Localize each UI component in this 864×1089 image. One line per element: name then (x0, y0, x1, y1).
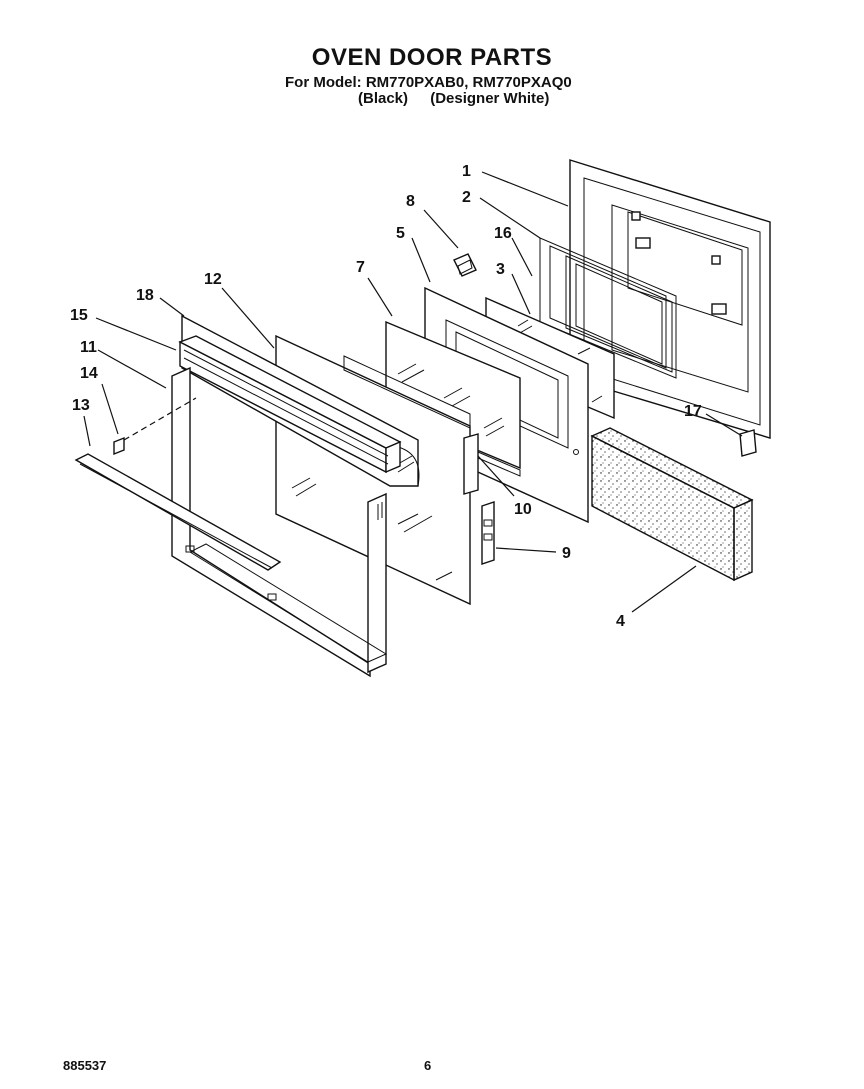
document-number: 885537 (63, 1058, 107, 1073)
part-15-handle-trim (178, 335, 402, 474)
callout-11: 11 (80, 339, 97, 356)
part-7-middle-glass (385, 320, 521, 470)
callout-18: 18 (136, 287, 154, 304)
variant-designer-white: (Designer White) (430, 90, 550, 107)
page-number: 6 (424, 1058, 432, 1073)
callout-12: 12 (204, 271, 222, 288)
callout-15: 15 (70, 307, 88, 324)
callout-4: 4 (616, 613, 625, 630)
leader-lines (83, 171, 743, 613)
callout-5: 5 (396, 225, 405, 242)
callout-17: 17 (684, 403, 702, 420)
part-17-bumper (739, 429, 757, 457)
callout-9: 9 (562, 545, 571, 562)
page-title: OVEN DOOR PARTS (311, 44, 553, 71)
part-11-outer-door-frame (171, 366, 388, 678)
callout-14: 14 (80, 365, 98, 382)
part-14-clip (113, 397, 197, 456)
callout-8: 8 (406, 193, 415, 210)
model-variants: (Black) (Designer White) (358, 90, 549, 107)
variant-black: (Black) (358, 90, 409, 107)
callout-10: 10 (514, 501, 532, 518)
callout-16: 16 (494, 225, 512, 242)
part-4-insulation (590, 427, 754, 582)
model-line: For Model: RM770PXAB0, RM770PXAQ0 (285, 74, 572, 91)
part-13-bottom-trim (74, 453, 282, 571)
callout-7: 7 (356, 259, 365, 276)
part-9-hinge-bracket (481, 501, 495, 565)
part-8-hinge-receptacle (453, 253, 477, 277)
part-1-inner-door-panel (569, 159, 771, 439)
callout-3: 3 (496, 261, 505, 278)
callout-2: 2 (462, 189, 471, 206)
part-16-retainer (565, 255, 673, 373)
callout-1: 1 (462, 163, 471, 180)
part-2-gasket (539, 237, 677, 379)
callout-labels: 1 2 16 8 5 3 7 12 18 15 11 14 13 17 10 9… (70, 163, 702, 630)
callout-13: 13 (72, 397, 90, 414)
